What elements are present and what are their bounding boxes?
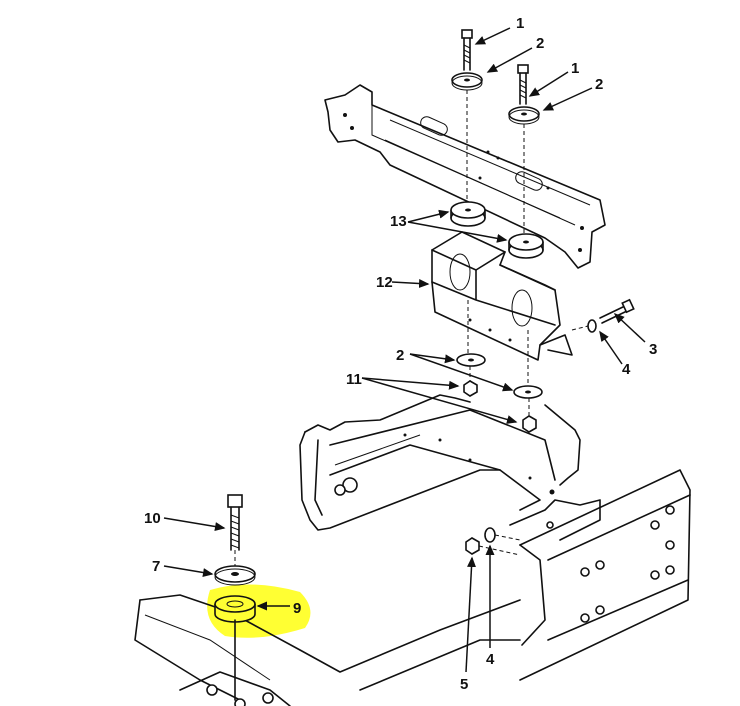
insulator-9 [214, 595, 256, 623]
washer-2-top-right [508, 106, 540, 125]
washer-2-top-left [451, 72, 483, 91]
washer-2-mid-left [456, 353, 486, 367]
washer-7 [214, 565, 256, 586]
bolt-10 [227, 494, 243, 551]
callout-2c: 2 [396, 347, 404, 364]
nut-11-left [463, 380, 478, 397]
callout-11: 11 [346, 371, 362, 388]
callout-2b: 2 [595, 76, 603, 93]
washer-4-right [587, 319, 597, 333]
callout-10: 10 [144, 510, 161, 527]
leader-lines [163, 27, 646, 673]
frame-crossmember [299, 394, 581, 531]
bolt-3 [599, 298, 635, 324]
mounting-bracket-12 [431, 231, 573, 361]
lower-frame [134, 594, 521, 706]
callout-12: 12 [376, 274, 393, 291]
nut-11-right [522, 415, 537, 433]
nut-5 [465, 537, 480, 555]
upper-frame-rail [324, 84, 606, 269]
callout-1a: 1 [516, 15, 524, 32]
callout-5: 5 [460, 676, 468, 693]
callout-2a: 2 [536, 35, 544, 52]
callout-3: 3 [649, 341, 657, 358]
callout-4-bottom: 4 [486, 651, 495, 668]
callout-1b: 1 [571, 60, 579, 77]
callout-13: 13 [390, 213, 407, 230]
callout-labels: 1 2 1 2 13 12 3 4 2 11 10 7 9 5 4 [144, 15, 657, 693]
bolt-1-left [461, 29, 473, 71]
callout-4-right: 4 [622, 361, 631, 378]
insulator-13-left [450, 201, 486, 227]
insulator-13-right [508, 233, 544, 259]
callout-9: 9 [293, 600, 301, 617]
callout-7: 7 [152, 558, 160, 575]
side-frame-rail [509, 469, 691, 681]
bolt-1-right [517, 64, 529, 105]
washer-2-mid-right [513, 385, 543, 399]
washer-4-bottom [484, 527, 496, 543]
